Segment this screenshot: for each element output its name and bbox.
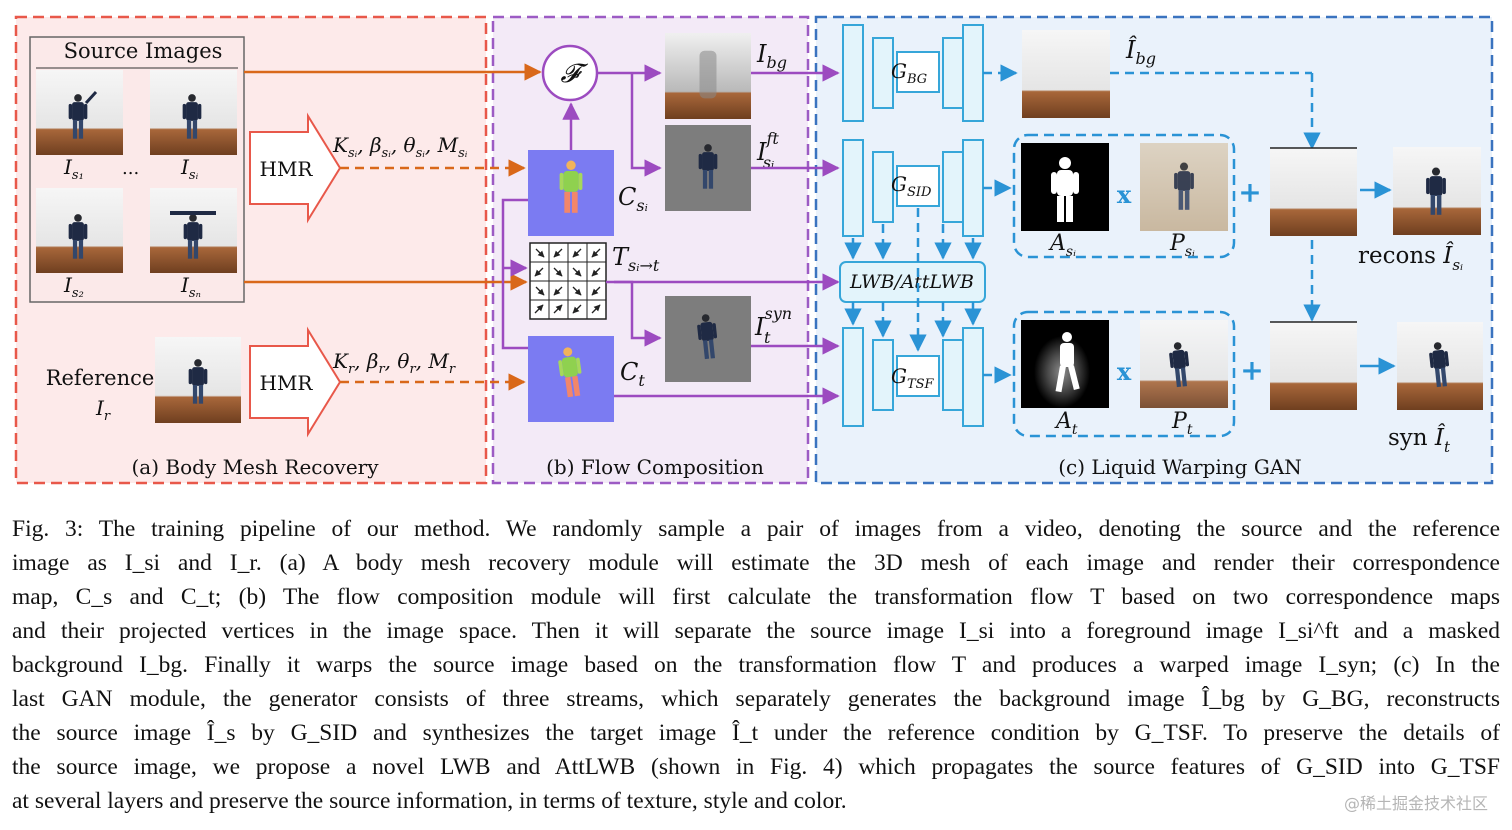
caption-line: image as I_si and I_r. (a) A body mesh r…: [12, 550, 1500, 576]
source-image-n: [150, 188, 237, 273]
pipeline-figure: Source Images Is₁ Isᵢ Is₂ Isₙ ... Refere…: [14, 15, 1494, 485]
reference-label: Reference: [46, 366, 155, 390]
caption-line: map, C_s and C_t; (b) The flow compositi…: [12, 584, 1500, 610]
label-recons: recons Îsᵢ: [1358, 242, 1463, 274]
plus-target: +: [1240, 354, 1263, 387]
foreground-image: [665, 125, 751, 211]
figure-caption: Fig. 3: The training pipeline of our met…: [12, 512, 1500, 818]
caption-line: background I_bg. Finally it warps the so…: [12, 652, 1500, 678]
panel-b-label: (b) Flow Composition: [546, 455, 764, 479]
times-target: x: [1117, 357, 1132, 386]
generator-bg: [842, 24, 984, 122]
caption-line: at several layers and preserve the sourc…: [12, 788, 847, 814]
tsf-output-group: [1012, 310, 1236, 438]
caption-line: last GAN module, the generator consists …: [12, 686, 1500, 712]
warped-image: [665, 296, 751, 382]
hmr-block-source: HMR: [249, 112, 342, 224]
label-ps: Psᵢ: [1169, 231, 1195, 260]
lwb-block: LWB/AttLWB: [839, 261, 986, 303]
generator-sid: [842, 139, 984, 237]
label-t: Tsᵢ→t: [612, 243, 660, 275]
params-source: Ksᵢ, βsᵢ, θsᵢ, Msᵢ: [332, 133, 468, 161]
svg-text:LWB/AttLWB: LWB/AttLWB: [849, 271, 974, 293]
color-map-target: [1140, 320, 1228, 408]
synthesized-image: [1397, 322, 1483, 410]
correspondence-map-target: [528, 336, 614, 422]
attention-mask-source: [1021, 143, 1109, 231]
background-copy-source: [1270, 147, 1357, 236]
caption-line: the source image, we propose a novel LWB…: [12, 754, 1500, 780]
reference-image: [155, 337, 241, 423]
times-source: x: [1117, 180, 1132, 209]
source-images-title: Source Images: [64, 39, 223, 63]
flow-function-node: 𝓕: [541, 44, 599, 102]
source-image-2: [36, 188, 123, 273]
background-copy-target: [1270, 321, 1357, 410]
purple-arrows: [501, 64, 840, 405]
correspondence-map-source: [528, 150, 614, 236]
caption-line: Fig. 3: The training pipeline of our met…: [12, 516, 1500, 542]
hmr-block-reference: HMR: [249, 326, 342, 438]
reconstructed-image: [1393, 147, 1481, 235]
background-image-masked: [665, 33, 751, 119]
source-image-1: [36, 70, 123, 155]
blue-solid-arrows: [1360, 181, 1396, 375]
plus-source: +: [1238, 176, 1261, 209]
generator-tsf: [842, 327, 984, 427]
watermark: @稀土掘金技术社区: [1343, 794, 1488, 813]
predicted-background: [1022, 30, 1110, 118]
label-syn: syn Ît: [1388, 424, 1451, 456]
transformation-flow-grid: [529, 242, 607, 320]
attention-mask-target: [1021, 320, 1109, 408]
svg-text:HMR: HMR: [260, 371, 314, 395]
color-map-source: [1140, 143, 1228, 231]
caption-line: and their projected vertices in the imag…: [12, 618, 1500, 644]
source-image-i: [150, 70, 237, 155]
panel-a-label: (a) Body Mesh Recovery: [131, 455, 379, 479]
svg-text:HMR: HMR: [260, 157, 314, 181]
orange-arrows: [244, 63, 542, 391]
caption-line: the source image Î_s by G_SID and synthe…: [12, 720, 1500, 746]
panel-c-label: (c) Liquid Warping GAN: [1058, 455, 1302, 479]
source-ellipsis: ...: [122, 158, 139, 179]
sid-output-group: [1012, 133, 1236, 259]
